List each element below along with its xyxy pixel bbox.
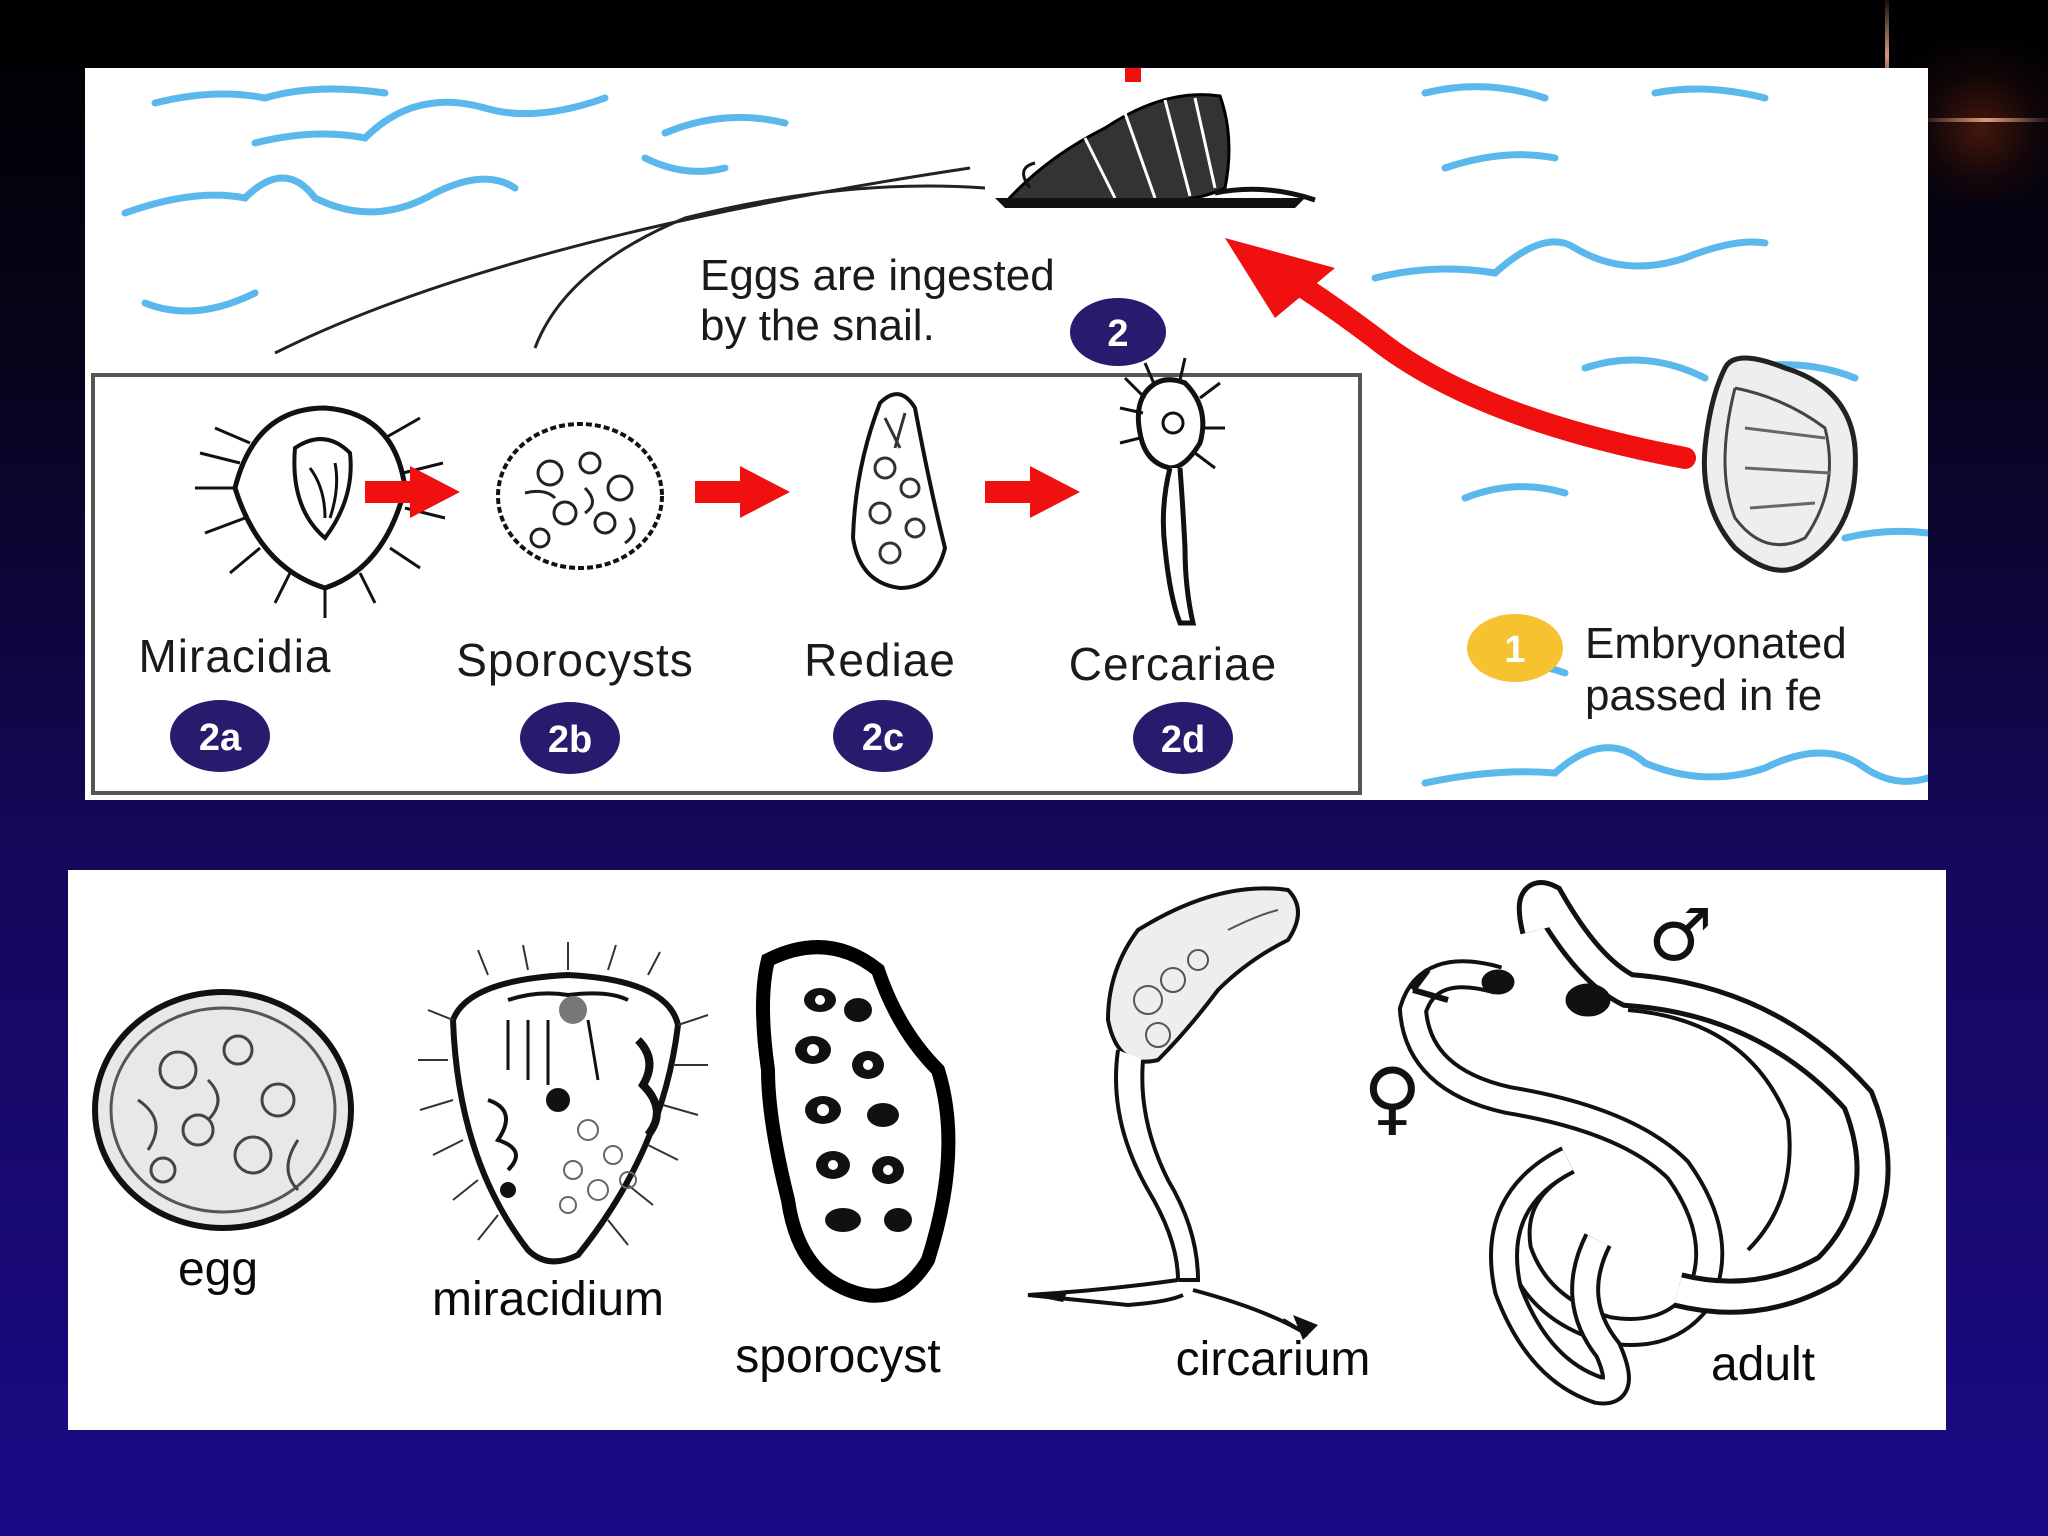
sporocysts-illustration [496, 422, 664, 570]
stage-label-sporocysts-group: Sporocysts 2b [456, 634, 694, 774]
miracidia-illustration [195, 405, 446, 618]
male-symbol: ♂ [1648, 893, 1713, 977]
label-miracidium: miracidium [432, 1273, 664, 1326]
badge-2-text: 2 [1107, 313, 1128, 355]
label-sporocyst: sporocyst [735, 1330, 940, 1383]
label-adult: adult [1711, 1338, 1815, 1391]
stage-label-miracidia-group: Miracidia 2a [138, 630, 331, 772]
rediae-illustration [850, 392, 948, 591]
badge-2: 2 [1070, 298, 1166, 366]
stage-arrow-1 [365, 466, 460, 518]
label-egg: egg [178, 1243, 258, 1296]
water-waves [121, 83, 1928, 787]
stages-illustration-panel: egg miracidium [68, 870, 1946, 1430]
badge-1-text: 1 [1504, 629, 1525, 671]
ingest-text-line1: Eggs are ingested [700, 251, 1055, 300]
stage-badge-2a: 2a [199, 717, 242, 759]
ingest-text-line2: by the snail. [700, 301, 935, 350]
female-symbol: ♀ [1363, 1051, 1422, 1144]
badge-1: 1 [1467, 614, 1563, 682]
stage-label-rediae: Rediae [804, 634, 956, 686]
egg-illustration [92, 989, 354, 1231]
miracidium-illustration [418, 942, 709, 1265]
life-cycle-diagram-panel: Eggs are ingested by the snail. 2 1 Embr… [85, 68, 1928, 800]
embryonated-egg-illustration [1701, 355, 1858, 573]
stage-badge-2b: 2b [548, 719, 592, 761]
stage-label-rediae-group: Rediae 2c [804, 634, 956, 772]
stages-illustration: egg miracidium [92, 880, 1891, 1406]
lens-flare-vertical [1885, 0, 1889, 110]
embryonated-text-line1: Embryonated [1585, 619, 1847, 668]
circarium-illustration [1027, 886, 1318, 1340]
stage-arrow-3 [985, 466, 1080, 518]
red-curved-arrow [1225, 238, 1696, 469]
stage-label-cercariae: Cercariae [1069, 638, 1277, 690]
stage-label-cercariae-group: Cercariae 2d [1069, 638, 1277, 774]
lens-flare-horizontal [1925, 118, 2048, 122]
snail-illustration [995, 93, 1316, 208]
cercariae-illustration [1119, 357, 1225, 626]
life-cycle-diagram: Eggs are ingested by the snail. 2 1 Embr… [91, 68, 1928, 795]
sporocyst-illustration [756, 940, 956, 1303]
stage-label-sporocysts: Sporocysts [456, 634, 694, 686]
leader-lines [274, 166, 986, 355]
stage-badge-2d: 2d [1161, 719, 1205, 761]
stage-arrow-2 [695, 466, 790, 518]
stage-label-miracidia: Miracidia [138, 630, 331, 682]
stage-badge-2c: 2c [862, 717, 904, 759]
label-circarium: circarium [1176, 1333, 1371, 1386]
stages-box [91, 373, 1362, 795]
adult-worms-illustration [1397, 880, 1891, 1406]
red-arrow-stub [1125, 68, 1141, 82]
embryonated-text-line2: passed in fe [1585, 671, 1822, 720]
